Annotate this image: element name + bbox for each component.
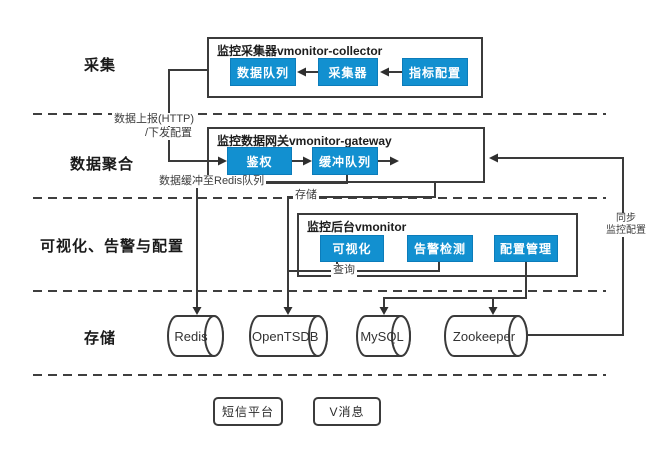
layer-label-aggregation: 数据聚合 bbox=[70, 156, 135, 173]
external-box-vmessage: V消息 bbox=[313, 397, 381, 426]
gateway-store-connector bbox=[283, 183, 436, 315]
edge-label-sync-line2: 监控配置 bbox=[606, 225, 646, 236]
storage-label-zookeeper: Zookeeper bbox=[452, 329, 516, 344]
edge-label-sync: 同步 监控配置 bbox=[601, 213, 648, 237]
arrowhead bbox=[283, 307, 293, 315]
arrowhead bbox=[379, 307, 389, 315]
module-collector: 采集器 bbox=[318, 58, 378, 86]
config-to-storage-connector bbox=[379, 262, 527, 315]
edge-label-report: 数据上报(HTTP) bbox=[112, 113, 197, 126]
buffer-to-redis-connector bbox=[192, 175, 348, 315]
edge-label-dispatch: /下发配置 bbox=[143, 127, 195, 140]
arrowhead bbox=[297, 67, 306, 77]
arrowhead bbox=[303, 156, 312, 166]
collector-title: 监控采集器vmonitor-collector bbox=[217, 44, 383, 58]
storage-label-opentsdb: OpenTSDB bbox=[252, 329, 319, 344]
layer-label-collection: 采集 bbox=[84, 57, 117, 74]
edge-label-query: 查询 bbox=[331, 264, 357, 277]
storage-label-redis: Redis bbox=[174, 329, 208, 344]
arrowhead bbox=[218, 156, 227, 166]
arrowhead bbox=[489, 153, 498, 163]
module-data-queue: 数据队列 bbox=[230, 58, 296, 86]
edge-label-buffer: 数据缓冲至Redis队列 bbox=[157, 175, 267, 188]
module-config-management: 配置管理 bbox=[494, 235, 558, 262]
cylinder-mysql bbox=[356, 315, 411, 357]
collector-internal-arrows bbox=[297, 67, 402, 77]
arrowhead bbox=[380, 67, 389, 77]
storage-label-mysql: MySQL bbox=[360, 329, 404, 344]
module-metric-config: 指标配置 bbox=[402, 58, 468, 86]
layer-label-storage: 存储 bbox=[84, 330, 117, 347]
arrowhead bbox=[390, 156, 399, 166]
module-buffer-queue: 缓冲队列 bbox=[312, 147, 378, 175]
layer-label-visualization: 可视化、告警与配置 bbox=[40, 238, 185, 255]
query-connector bbox=[288, 262, 440, 272]
cylinder-redis bbox=[167, 315, 224, 357]
arrowhead bbox=[488, 307, 498, 315]
backend-title: 监控后台vmonitor bbox=[307, 220, 407, 234]
cylinder-zookeeper bbox=[444, 315, 528, 357]
cylinder-opentsdb bbox=[249, 315, 328, 357]
module-auth: 鉴权 bbox=[227, 147, 292, 175]
sync-config-connector bbox=[489, 153, 624, 336]
module-visualization: 可视化 bbox=[320, 235, 384, 262]
module-alert-detection: 告警检测 bbox=[407, 235, 473, 262]
external-box-sms: 短信平台 bbox=[213, 397, 283, 426]
edge-label-store: 存储 bbox=[293, 189, 319, 202]
gateway-internal-arrows bbox=[292, 156, 399, 166]
gateway-title: 监控数据网关vmonitor-gateway bbox=[217, 134, 392, 148]
edge-label-sync-line1: 同步 bbox=[616, 213, 636, 224]
arrowhead bbox=[192, 307, 202, 315]
